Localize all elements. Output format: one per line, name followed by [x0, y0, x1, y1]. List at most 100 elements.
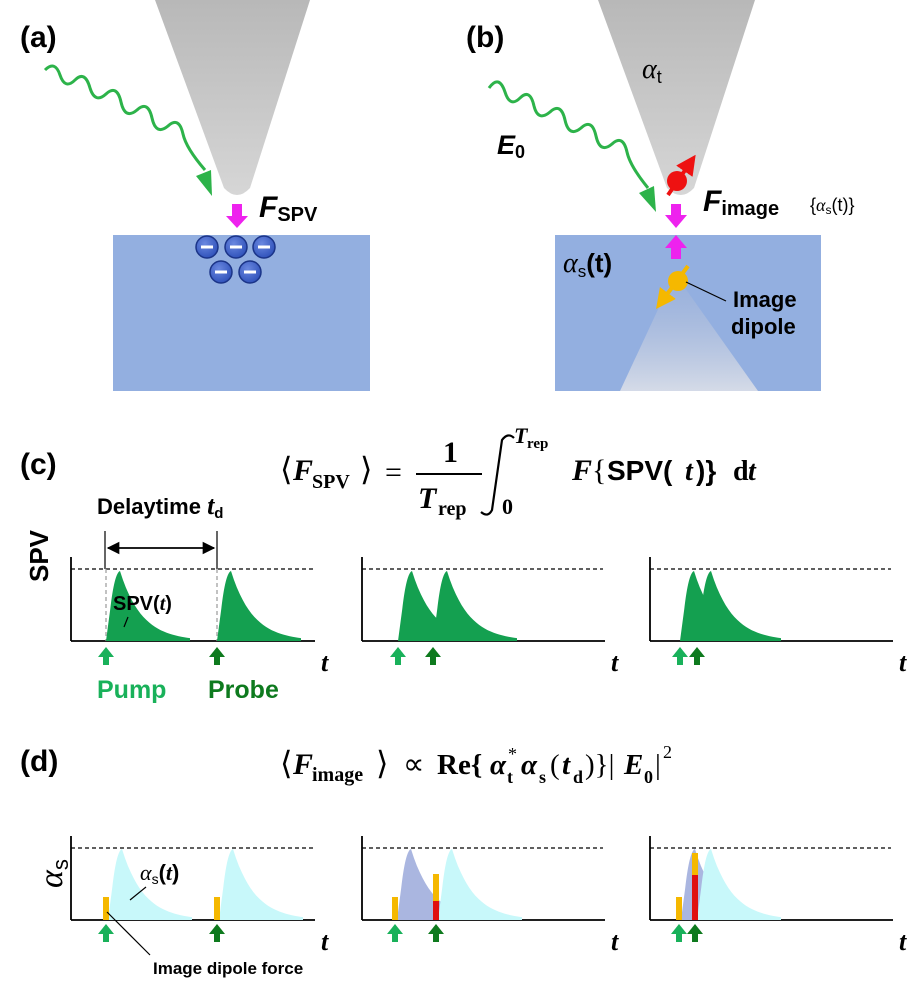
light-wave	[487, 80, 650, 189]
afm-tip	[155, 0, 310, 195]
spv-pulse-probe	[217, 571, 301, 641]
eq-integral-sign	[480, 434, 515, 516]
panel-c: (c) ⟨ F SPV ⟩ = 1 T rep T rep 0 F { SPV(…	[20, 423, 907, 704]
electron	[238, 260, 262, 284]
eq-alpha-t: α	[490, 749, 507, 781]
alpha-t-label: αt	[642, 54, 662, 87]
spv-curve-label: SPV(t)	[113, 593, 172, 615]
alpha-s-axis-label: αs	[33, 859, 73, 888]
eq-arg-sub: d	[573, 767, 583, 787]
force-bar-pump	[103, 897, 109, 920]
time-axis-label: t	[611, 648, 619, 677]
eq-re: Re{	[437, 749, 482, 781]
eq-bracket: ⟨	[280, 451, 292, 487]
image-dipole-label-line1: Image	[733, 287, 797, 312]
alpha-curve-leader	[129, 886, 147, 901]
equation-d: ⟨ F image ⟩ ∝ Re{ α * t α s ( t d )}| E …	[280, 742, 672, 787]
probe-label: Probe	[208, 676, 279, 704]
force-bar-probe	[214, 897, 220, 920]
force-arrow-head	[226, 216, 248, 228]
panel-b: (b) αt E0 Image dipole αs(t) Fimage {αs(…	[466, 0, 854, 391]
time-axis-label: t	[321, 927, 329, 956]
eq-E-sup: 2	[663, 742, 672, 762]
pulse-arrow-head	[671, 924, 687, 934]
pulse-arrow-shaft	[392, 932, 398, 942]
force-image-label: Fimage	[703, 185, 779, 220]
force-arrow-down-shaft	[671, 204, 681, 216]
eq-subscript: SPV	[312, 471, 350, 493]
eq-arg-close: )}|	[585, 749, 614, 781]
image-dipole-arrow	[656, 264, 690, 310]
eq-integral-upper-sub: rep	[527, 436, 548, 452]
force-arrow-down-head	[665, 215, 687, 228]
alpha-curve-label: αs(t)	[140, 860, 179, 887]
spv-pulse-probe	[697, 571, 781, 641]
alpha-pulse-pump	[397, 849, 481, 920]
light-wave	[43, 64, 207, 171]
time-axis-label: t	[611, 927, 619, 956]
electron	[195, 235, 219, 259]
force-spv-label: FSPV	[259, 191, 318, 226]
pulse-arrow-shaft	[214, 932, 220, 942]
panel-a-label: (a)	[20, 21, 57, 54]
force-arrow-up-head	[665, 235, 687, 248]
surface-electrons	[195, 235, 276, 284]
electron	[224, 235, 248, 259]
image-dipole-leader	[685, 281, 727, 302]
spv-curve-leader	[123, 616, 129, 628]
force-annotation-leader	[106, 911, 151, 956]
pulse-arrow-shaft	[103, 932, 109, 942]
panel-d-label: (d)	[20, 745, 58, 778]
spv-axis-label: SPV	[24, 529, 54, 582]
image-dipole-label-line2: dipole	[731, 314, 796, 339]
eq-E-sub: 0	[644, 767, 653, 787]
panel-a: (a) FSPV	[20, 0, 370, 391]
pulse-arrow-head	[425, 647, 441, 657]
e0-label: E0	[497, 130, 525, 162]
tip-dipole-arrow	[666, 154, 696, 197]
force-bar-probe-high	[692, 875, 698, 920]
alpha-pulse-pump	[108, 849, 192, 920]
pulse-arrow-head	[98, 924, 114, 934]
force-bar-probe-high	[433, 901, 439, 920]
alpha-pulse-probe	[697, 849, 781, 920]
force-bar-probe	[433, 874, 439, 920]
eq-symbol: F	[292, 748, 313, 781]
eq-symbol: F	[292, 454, 313, 487]
spv-pulse-pump	[398, 571, 482, 641]
eq-integrand-spv: SPV(	[607, 455, 673, 486]
eq-arg-t: t	[562, 749, 571, 781]
eq-bracket: ⟨	[280, 745, 292, 781]
light-wave-arrowhead	[639, 186, 656, 212]
eq-denominator: T	[418, 482, 438, 515]
pulse-arrow-shaft	[433, 932, 439, 942]
delaytime-label: Delaytime td	[97, 491, 223, 522]
spv-pulse-pump	[106, 571, 190, 641]
force-arrow-up-shaft	[671, 247, 681, 259]
pulse-arrow-head	[428, 924, 444, 934]
pulse-arrow-head	[98, 647, 114, 657]
pulse-arrow-head	[209, 924, 225, 934]
pump-label: Pump	[97, 676, 166, 704]
pulse-arrow-shaft	[395, 655, 401, 665]
pulse-arrow-shaft	[214, 655, 220, 665]
eq-numerator: 1	[443, 436, 458, 469]
eq-abs-close: |	[655, 749, 661, 781]
electron	[252, 235, 276, 259]
pulse-arrow-head	[687, 924, 703, 934]
eq-bracket: ⟩	[360, 451, 372, 487]
time-axis-label: t	[321, 648, 329, 677]
eq-integrand-t: t	[685, 456, 694, 487]
alpha-s-label: αs(t)	[563, 248, 612, 281]
pulse-arrow-shaft	[694, 655, 700, 665]
time-axis-label: t	[899, 648, 907, 677]
eq-equals: =	[385, 456, 402, 489]
eq-alpha-t-sup: *	[508, 744, 517, 764]
force-arrow-shaft	[232, 204, 242, 217]
electron	[209, 260, 233, 284]
pulse-arrow-shaft	[430, 655, 436, 665]
pulse-arrow-head	[672, 647, 688, 657]
image-dipole-force-label: Image dipole force	[153, 959, 303, 978]
